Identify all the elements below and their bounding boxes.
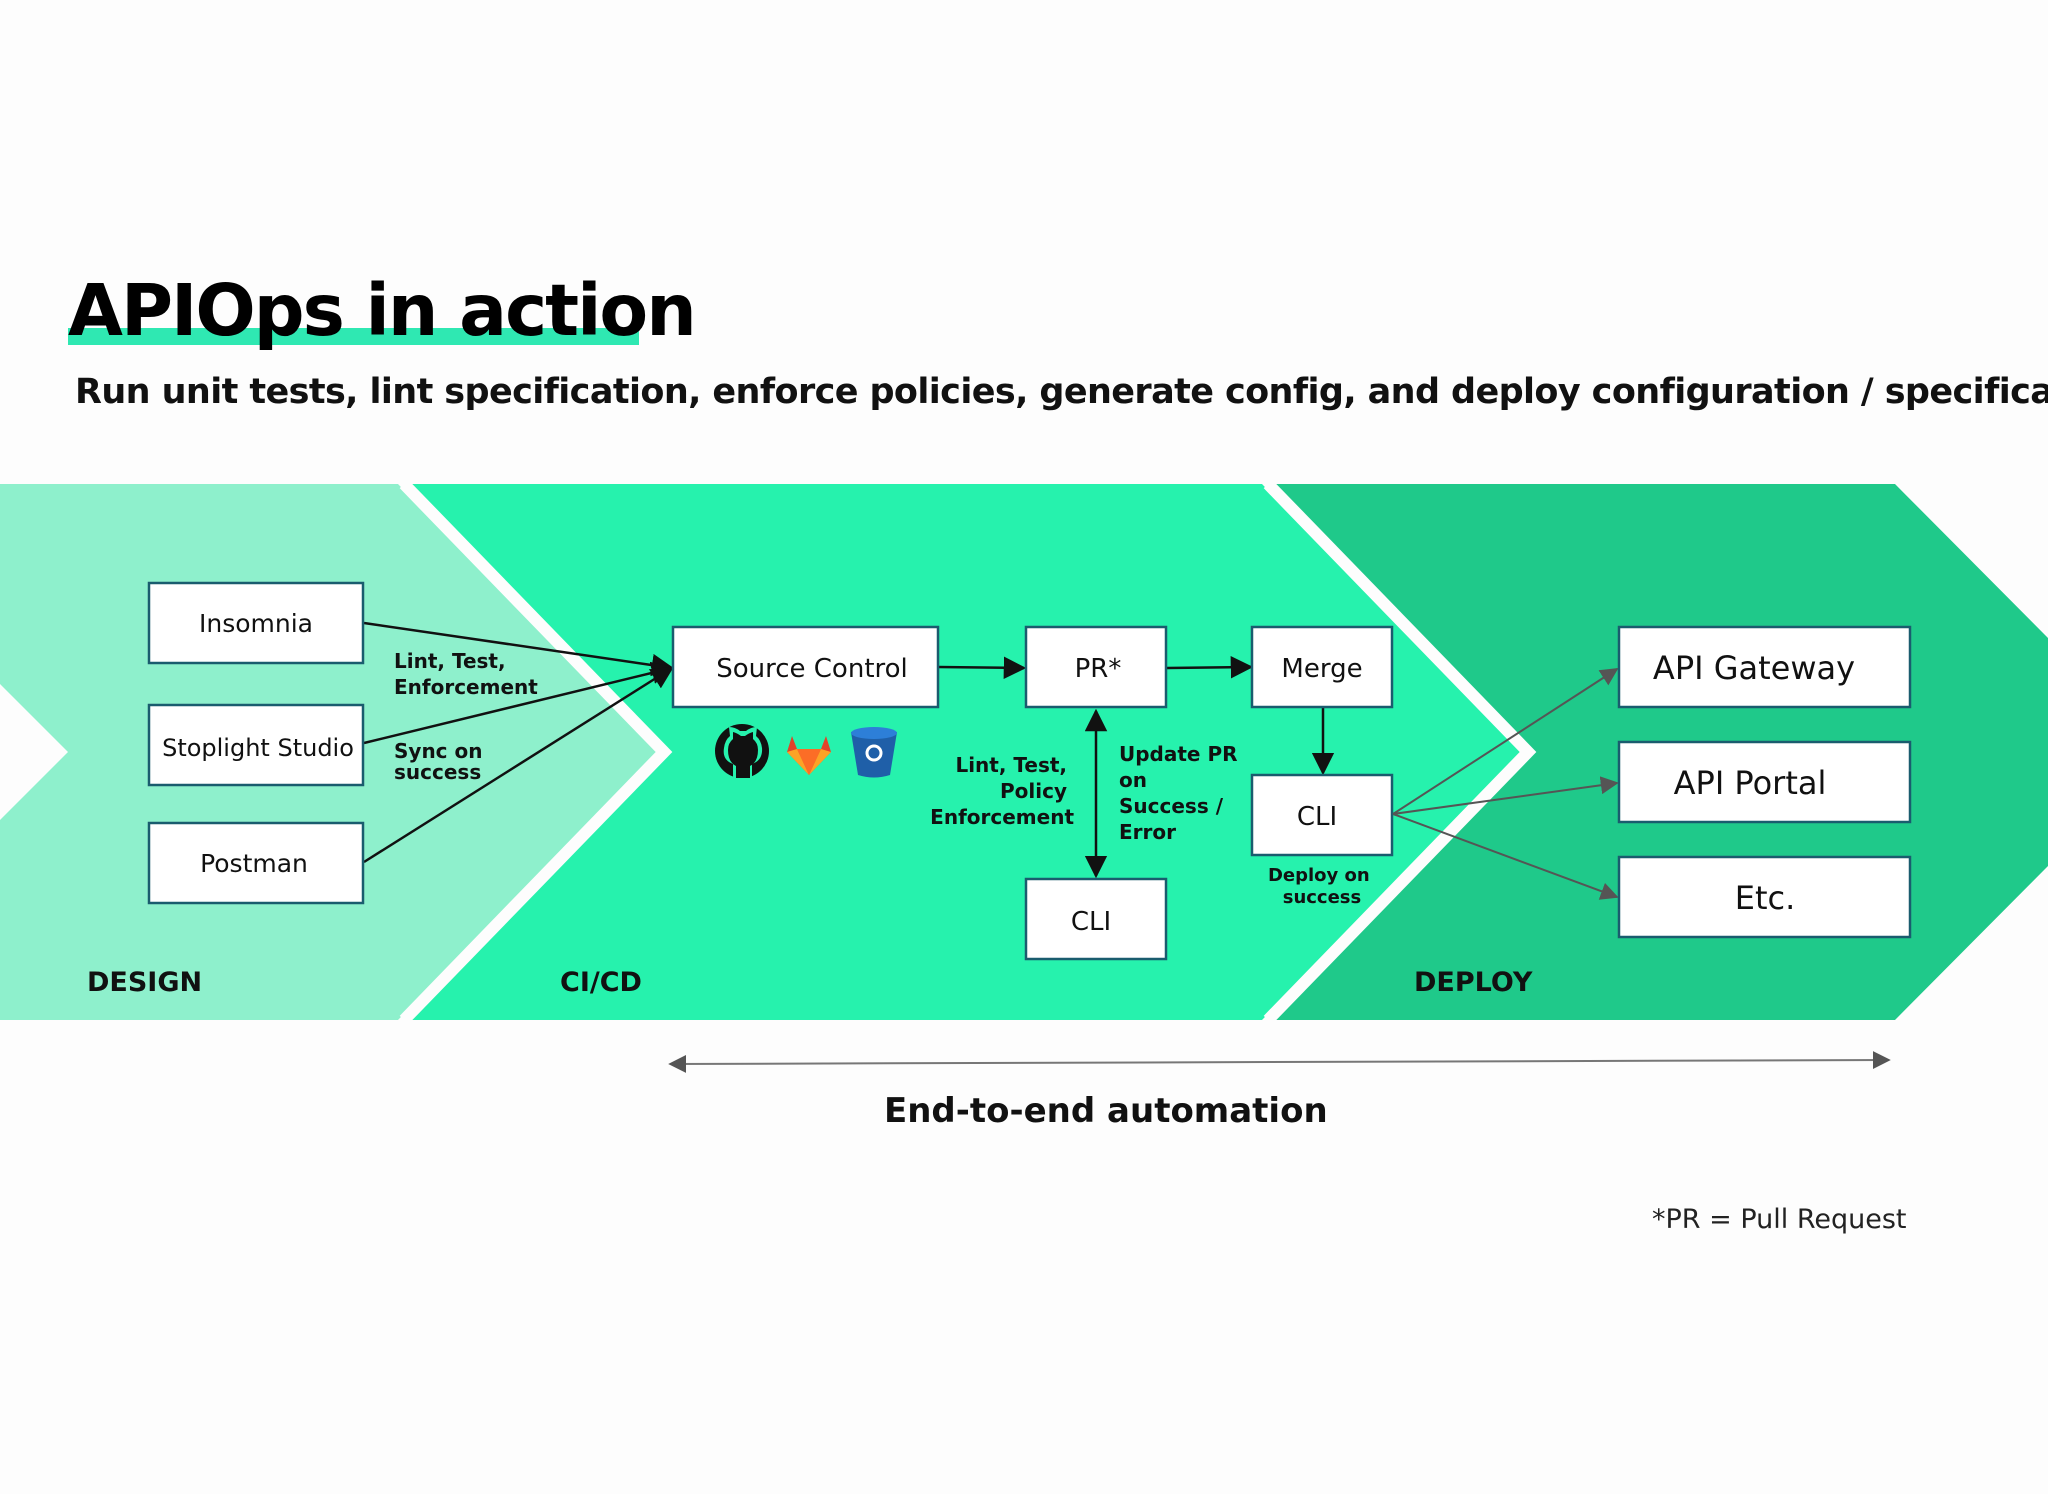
title-highlight <box>68 328 639 345</box>
node-postman: Postman <box>147 821 365 905</box>
title-block: APIOps in action <box>68 268 697 354</box>
node-cli-right-label: CLI <box>1297 802 1337 832</box>
node-etc: Etc. <box>1617 855 1912 939</box>
node-api-gateway: API Gateway <box>1617 625 1912 709</box>
node-stoplight-studio: Stoplight Studio <box>147 703 365 787</box>
band-separator <box>1263 479 1537 1025</box>
node-stoplight-label: Stoplight Studio <box>162 734 354 762</box>
edge-label-sync: Sync on success <box>394 739 489 784</box>
node-postman-label: Postman <box>200 849 308 878</box>
node-insomnia: Insomnia <box>147 581 365 665</box>
arrow-insomnia-to-source <box>363 621 675 677</box>
page-title: APIOps in action <box>68 269 697 352</box>
node-cli-lower-label: CLI <box>1071 907 1111 937</box>
edge-label-update-pr: Update PR on Success / Error <box>1119 742 1244 844</box>
node-pr-label: PR* <box>1075 654 1122 684</box>
arrow-pr-to-merge <box>1166 655 1254 679</box>
stage-label-deploy: DEPLOY <box>1414 967 1533 998</box>
node-merge-label: Merge <box>1281 654 1362 684</box>
stage-label-cicd: CI/CD <box>560 967 642 998</box>
node-api-gateway-label: API Gateway <box>1653 649 1855 687</box>
edge-label-policy: Lint, Test, Policy Enforcement <box>930 753 1074 829</box>
page-subtitle: Run unit tests, lint specification, enfo… <box>75 372 2048 412</box>
arrow-cli-to-gateway <box>1392 668 1619 815</box>
bitbucket-icon <box>851 727 897 778</box>
arrow-cli-to-portal <box>1392 776 1619 815</box>
node-pr: PR* <box>1024 625 1168 709</box>
arrow-postman-to-source <box>363 666 674 864</box>
arrow-stoplight-to-source <box>363 661 675 745</box>
automation-span-arrow <box>668 1051 1891 1073</box>
stage-label-design: DESIGN <box>87 967 202 998</box>
node-merge: Merge <box>1250 625 1394 709</box>
node-cli-lower: CLI <box>1024 877 1168 961</box>
band-separator <box>399 479 673 1025</box>
node-insomnia-label: Insomnia <box>199 609 313 638</box>
github-icon <box>715 724 769 778</box>
arrow-cli-to-etc <box>1392 813 1619 900</box>
node-source-control-label: Source Control <box>716 654 908 684</box>
node-api-portal: API Portal <box>1617 740 1912 824</box>
edge-label-deploy-on: Deploy on success <box>1268 865 1376 908</box>
node-api-portal-label: API Portal <box>1674 764 1827 802</box>
cicd-band <box>411 484 1522 1020</box>
node-etc-label: Etc. <box>1735 879 1796 917</box>
footnote: *PR = Pull Request <box>1652 1204 1907 1235</box>
node-source-control: Source Control <box>671 625 940 709</box>
edge-label-lint-test: Lint, Test, Enforcement <box>394 649 538 699</box>
automation-label: End-to-end automation <box>884 1091 1328 1131</box>
node-cli-right: CLI <box>1250 773 1394 857</box>
arrow-source-to-pr <box>937 656 1027 680</box>
gitlab-icon <box>787 736 831 775</box>
